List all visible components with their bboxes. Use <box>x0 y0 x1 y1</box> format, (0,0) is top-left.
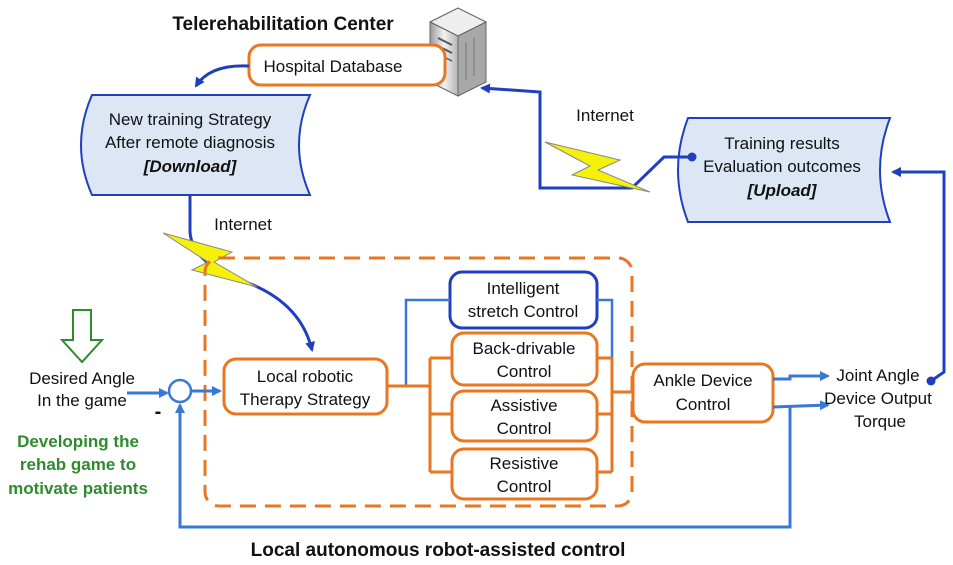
arrow-output-torque <box>772 400 830 411</box>
arrow-feedback-loop <box>175 403 792 529</box>
upload-dot <box>687 152 697 162</box>
game-note-line1: Developing the <box>17 432 139 451</box>
link-strategy-to-intelligent <box>387 298 450 388</box>
intelligent-line1: Intelligent <box>487 279 560 298</box>
game-note-line2: rehab game to <box>20 455 136 474</box>
resistive-line1: Resistive <box>490 454 559 473</box>
fanout-lines <box>387 356 452 474</box>
down-arrow-icon <box>59 309 105 364</box>
download-line3: [Download] <box>143 157 238 176</box>
desired-angle-line1: Desired Angle <box>29 369 135 388</box>
assistive-line2: Control <box>497 419 552 438</box>
local-strategy-line1: Local robotic <box>257 367 354 386</box>
minus-sign: - <box>155 401 162 423</box>
upload-line1: Training results <box>724 134 840 153</box>
download-line1: New training Strategy <box>109 110 272 129</box>
upload-document-shape <box>677 117 892 223</box>
ankle-control-box <box>631 362 775 424</box>
upload-line2: Evaluation outcomes <box>703 157 861 176</box>
assistive-box <box>450 389 599 443</box>
intelligent-line2: stretch Control <box>468 302 579 321</box>
fanin-lines <box>597 356 633 474</box>
internet-bolt-icon-top <box>544 141 651 193</box>
desired-angle-line2: In the game <box>37 391 127 410</box>
ankle-line1: Ankle Device <box>653 371 752 390</box>
resistive-box <box>450 447 599 501</box>
resistive-line2: Control <box>497 477 552 496</box>
footer-label: Local autonomous robot-assisted control <box>251 540 626 561</box>
arrow-database-to-download <box>194 64 250 88</box>
link-intelligent-to-ankle <box>597 298 614 392</box>
summing-junction <box>167 378 193 404</box>
hospital-database-label: Hospital Database <box>264 57 403 76</box>
local-strategy-line2: Therapy Strategy <box>240 390 371 409</box>
backdrivable-line2: Control <box>497 362 552 381</box>
outputs-line3: Torque <box>854 412 906 431</box>
backdrivable-line1: Back-drivable <box>473 339 576 358</box>
upload-line3: [Upload] <box>747 181 818 200</box>
download-line2: After remote diagnosis <box>105 133 275 152</box>
internet-label-top: Internet <box>576 106 634 125</box>
internet-label-left: Internet <box>214 215 272 234</box>
game-note-line3: motivate patients <box>8 479 148 498</box>
ankle-line2: Control <box>676 395 731 414</box>
arrow-joint-angle <box>773 371 830 381</box>
assistive-line1: Assistive <box>490 396 557 415</box>
outputs-line2: Device Output <box>824 389 932 408</box>
arrow-upload-to-server <box>480 83 688 190</box>
center-title: Telerehabilitation Center <box>172 14 394 35</box>
internet-bolt-icon-left <box>162 232 258 288</box>
outputs-line1: Joint Angle <box>836 366 919 385</box>
arrow-feedback-to-upload <box>891 167 946 383</box>
download-document-shape <box>80 94 312 196</box>
